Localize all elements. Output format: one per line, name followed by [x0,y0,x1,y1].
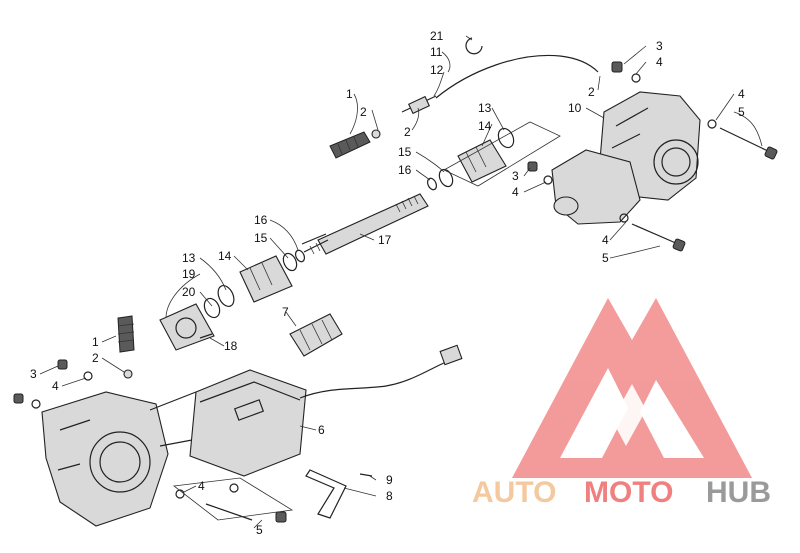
clamp-2-lower [123,369,133,379]
ring-13-upper [497,127,515,149]
callout-4-mid: 4 [512,185,519,199]
watermark-text: AUTO MOTO HUB [472,476,771,509]
callout-4-bottom: 4 [198,479,205,493]
callout-12: 12 [430,63,444,77]
boot-14-upper [457,139,507,183]
boot-14-lower [239,255,293,303]
callout-16-mid: 16 [254,213,268,227]
cable-fitting [407,95,431,115]
assembly-outline-lower [172,477,294,521]
ring-19 [203,297,221,319]
watermark-word-moto: MOTO [584,476,673,509]
callout-10: 10 [568,101,582,115]
callout-2-cable: 2 [404,125,411,139]
callout-5-bottom: 5 [256,523,263,537]
wire-harness [299,361,447,399]
callout-8: 8 [386,489,393,503]
callout-15-mid: 15 [254,231,268,245]
clamp-2-upper [371,129,381,139]
nut-3-lower-b [13,393,24,404]
callout-9: 9 [386,473,393,487]
nut-3-mid [527,161,538,172]
washer-4-bottom [175,489,185,499]
washer-4-mid [543,175,553,185]
washer-4-lower-a [83,371,93,381]
callout-7: 7 [282,305,289,319]
ring-15-mid [282,252,298,272]
callout-1-upper: 1 [346,87,353,101]
housing-rear [551,149,641,225]
callout-13-lower: 13 [182,251,196,265]
callout-1-lower: 1 [92,335,99,349]
clip-21 [465,37,483,55]
assembly-outline-upper [443,121,561,187]
connector [439,344,463,366]
washer-4-right [707,119,717,129]
washer-4-lower [619,213,629,223]
callout-2-mid: 2 [360,105,367,119]
callout-14-lower: 14 [218,249,232,263]
nut-3-lower [57,359,68,370]
callout-15-upper: 15 [398,145,412,159]
callout-20: 20 [182,285,196,299]
bolt-5-upper [719,127,778,160]
callout-16-upper: 16 [398,163,412,177]
callout-2-upper: 2 [588,85,595,99]
callout-3-upper: 3 [656,39,663,53]
callout-5-right: 5 [738,105,745,119]
callout-18: 18 [224,339,238,353]
boot-7 [289,313,343,357]
callout-14-upper: 14 [478,119,492,133]
nut-3-upper [611,61,623,73]
callout-21: 21 [430,29,444,43]
callout-5-lower-right: 5 [602,251,609,265]
logo-inner-stroke [612,384,646,446]
boot-1-upper [329,131,371,159]
gear-housing [41,391,169,527]
watermark-word-hub: HUB [706,476,771,509]
washer-4-bottom-b [229,483,239,493]
callout-4-lower: 4 [52,379,59,393]
leader-lines [39,35,763,529]
watermark-word-auto: AUTO [472,476,556,509]
driveshaft-17 [301,193,429,255]
callout-2-lower: 2 [92,351,99,365]
callout-6: 6 [318,423,325,437]
bracket-8 [305,469,347,519]
callout-17: 17 [378,233,392,247]
plate-20 [159,303,215,351]
callout-4-lower-right: 4 [602,233,609,247]
washer-4-upper [631,73,641,83]
callout-4-right: 4 [738,87,745,101]
bolt-5-bottom [205,503,287,523]
ring-13-lower [217,285,235,307]
bolt-5-lower [631,223,686,252]
screw-9 [359,473,373,477]
callout-11: 11 [430,45,443,59]
cable-11 [435,54,599,99]
actuator-6 [149,369,307,477]
screw-18 [199,333,213,339]
boot-1-lower [117,315,135,353]
callout-3-mid: 3 [512,169,519,183]
ring-16-mid [294,249,306,263]
callout-19: 19 [182,267,196,281]
callout-labels: 21 11 12 3 4 2 10 4 5 1 2 2 13 14 15 16 … [30,29,745,537]
washer-4-lower-b [31,399,41,409]
callout-4-upper: 4 [656,55,663,69]
watermark-logo [512,298,752,478]
callout-13-upper: 13 [478,101,492,115]
ring-16-upper [426,177,438,191]
callout-3-lower: 3 [30,367,37,381]
